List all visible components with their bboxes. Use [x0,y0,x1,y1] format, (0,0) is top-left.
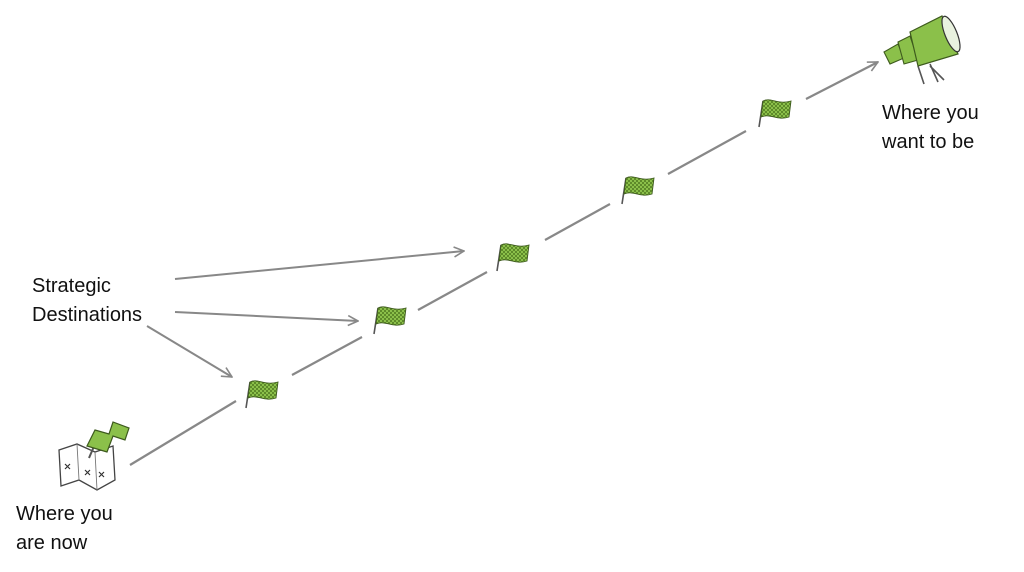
checkered-flag-icon [496,243,530,272]
path-segment [291,336,363,376]
path-segment [667,130,747,175]
start-label-line1: Where you [16,503,113,525]
destination-arrows [146,251,464,377]
destinations-label-line2: Destinations [32,304,143,326]
checkered-flag-icon [373,306,407,335]
path-segment [129,400,237,466]
strategic-destinations-label: Strategic Destinations [32,272,142,330]
destination-arrow [174,311,358,321]
map-with-pushpin-icon [58,421,130,491]
path-segment [544,203,611,241]
milestone-flags [245,99,792,409]
goal-label-line2: want to be [882,131,975,153]
checkered-flag-icon [758,99,792,128]
checkered-flag-icon [621,176,655,205]
destinations-label-line1: Strategic [32,275,111,297]
start-label: Where you are now [16,500,113,558]
telescope-icon [883,15,961,85]
path-line [129,61,878,466]
path-arrow [805,61,878,100]
start-label-line2: are now [16,532,88,554]
checkered-flag-icon [245,380,279,409]
goal-label: Where you want to be [882,99,979,157]
goal-label-line1: Where you [882,102,979,124]
destination-arrow [174,251,464,280]
destination-arrow [146,325,232,377]
path-segment [417,271,488,311]
